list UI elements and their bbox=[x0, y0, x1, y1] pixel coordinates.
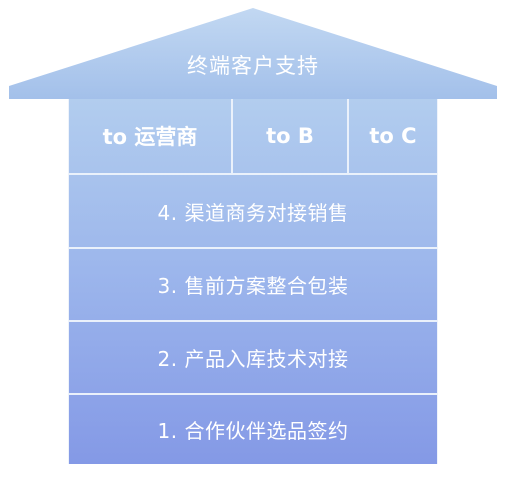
channel-c: to C bbox=[347, 99, 437, 173]
roof-shape bbox=[9, 8, 497, 99]
step-3: 3. 售前方案整合包装 bbox=[69, 247, 437, 320]
step-4: 4. 渠道商务对接销售 bbox=[69, 173, 437, 247]
channel-operator: to 运营商 bbox=[102, 125, 198, 149]
channel-row: to 运营商 to B to C bbox=[69, 99, 437, 173]
roof-triangle bbox=[9, 8, 497, 99]
step-1: 1. 合作伙伴选品签约 bbox=[69, 393, 437, 464]
roof-label: 终端客户支持 bbox=[187, 54, 319, 78]
channel-b: to B bbox=[231, 99, 347, 173]
step-2: 2. 产品入库技术对接 bbox=[69, 320, 437, 393]
house-body: to 运营商 to B to C 4. 渠道商务对接销售 3. 售前方案整合包装… bbox=[68, 99, 438, 464]
